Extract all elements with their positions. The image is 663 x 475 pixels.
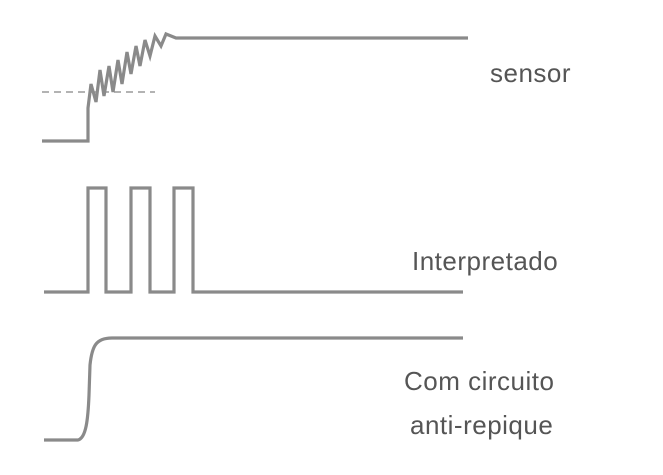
anti-repique-waveform	[44, 336, 463, 442]
anti-repique-label-line-2: anti-repique	[410, 410, 553, 440]
sensor-label: sensor	[490, 58, 571, 88]
interpretado-signal: Interpretado	[44, 186, 558, 294]
sensor-waveform	[42, 31, 468, 143]
anti-repique-label-line-1: Com circuito	[404, 366, 554, 396]
sensor-signal: sensor	[42, 31, 571, 143]
interpretado-label: Interpretado	[412, 246, 558, 276]
anti-repique-signal: Com circuito anti-repique	[44, 336, 554, 442]
interpretado-waveform	[44, 186, 463, 294]
